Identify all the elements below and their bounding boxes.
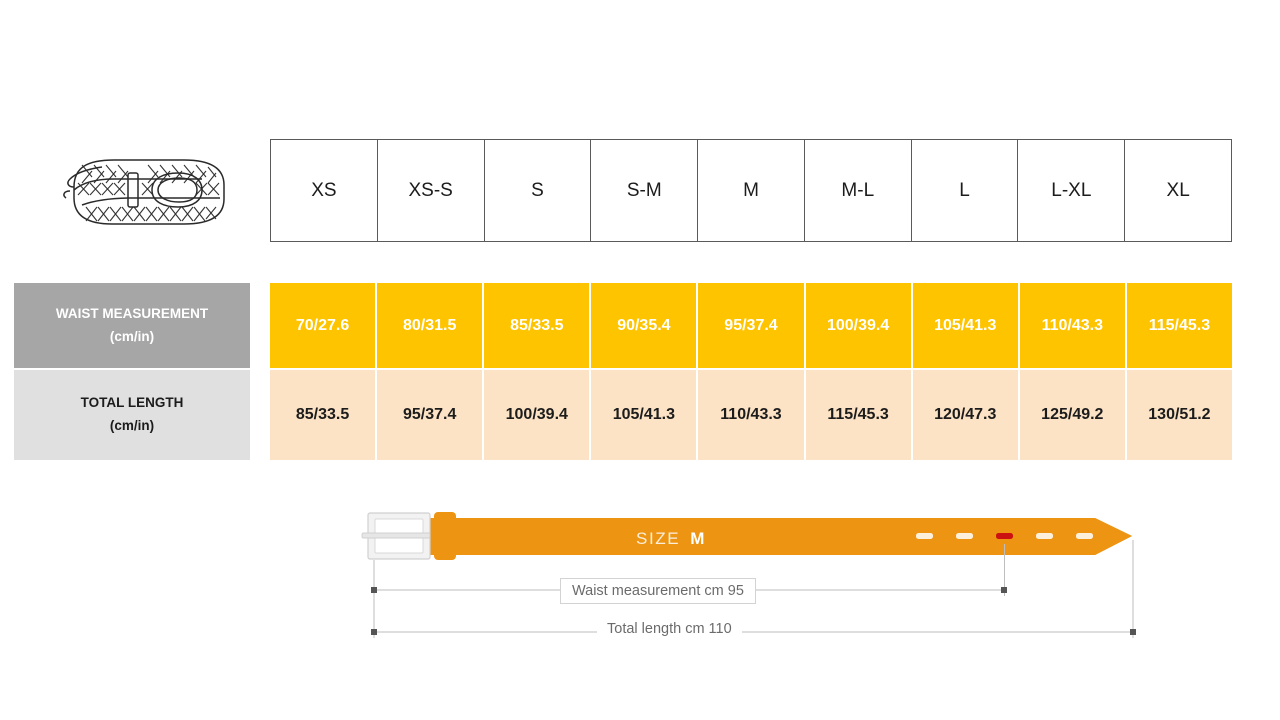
belt-keeper-loop — [434, 512, 456, 560]
table-cell: 95/37.4 — [698, 283, 806, 368]
size-cell: XS-S — [378, 140, 485, 241]
table-cell: 110/43.3 — [698, 370, 806, 460]
row-label-line1: WAIST MEASUREMENT — [55, 305, 209, 321]
total-length-dimension-line — [371, 629, 1136, 635]
table-cell: 130/51.2 — [1126, 370, 1232, 460]
waist-measurement-label: WAIST MEASUREMENT (cm/in) — [14, 283, 250, 368]
belt-strap-shape — [410, 518, 1132, 555]
size-cell: XL — [1166, 179, 1190, 201]
waist-measurement-row: WAIST MEASUREMENT (cm/in) 70/27.6 80/31.… — [14, 283, 1232, 368]
belt-hole-active — [996, 533, 1013, 539]
size-cell: XS — [271, 140, 378, 241]
waist-value-cells: 70/27.6 80/31.5 85/33.5 90/35.4 95/37.4 … — [270, 283, 1232, 368]
table-cell: 85/33.5 — [270, 370, 378, 460]
table-cell: 120/47.3 — [912, 370, 1020, 460]
table-cell: 100/39.4 — [805, 283, 913, 368]
table-cell: 100/39.4 — [484, 370, 592, 460]
size-cell: S-M — [591, 140, 699, 241]
row-gap — [250, 283, 270, 368]
table-cell: 125/49.2 — [1019, 370, 1127, 460]
product-belt-illustration — [52, 143, 232, 238]
row-gap — [250, 370, 270, 460]
total-length-value-cells: 85/33.5 95/37.4 100/39.4 105/41.3 110/43… — [270, 370, 1232, 460]
table-cell: 105/41.3 — [591, 370, 699, 460]
belt-measurement-diagram — [350, 500, 1160, 660]
total-length-row: TOTAL LENGTH (cm/in) 85/33.5 95/37.4 100… — [14, 370, 1232, 460]
waist-dimension-label: Waist measurement cm 95 — [560, 578, 756, 604]
size-cell: L — [912, 140, 1019, 241]
row-label-line2: (cm/in) — [109, 418, 155, 433]
belt-buckle-icon — [361, 512, 431, 560]
row-label-line1: TOTAL LENGTH — [80, 395, 184, 411]
table-cell: 115/45.3 — [805, 370, 913, 460]
table-cell: 110/43.3 — [1019, 283, 1127, 368]
table-cell: 85/33.5 — [484, 283, 592, 368]
size-cell: L-XL — [1018, 140, 1126, 241]
table-cell: 90/35.4 — [591, 283, 699, 368]
size-header-row: XS XS-S S S-M M M-L L L-XL XL — [270, 139, 1232, 242]
size-cell: S — [485, 140, 592, 241]
total-length-label: TOTAL LENGTH (cm/in) — [14, 370, 250, 460]
belt-holes — [916, 533, 1093, 539]
size-cell: M — [698, 140, 805, 241]
table-cell: 115/45.3 — [1126, 283, 1232, 368]
size-cell: M-L — [805, 140, 912, 241]
total-length-dimension-label: Total length cm 110 — [597, 619, 742, 639]
table-cell: 105/41.3 — [912, 283, 1020, 368]
table-cell: 70/27.6 — [270, 283, 378, 368]
table-cell: 80/31.5 — [377, 283, 485, 368]
table-cell: 95/37.4 — [377, 370, 485, 460]
row-label-line2: (cm/in) — [109, 328, 155, 344]
